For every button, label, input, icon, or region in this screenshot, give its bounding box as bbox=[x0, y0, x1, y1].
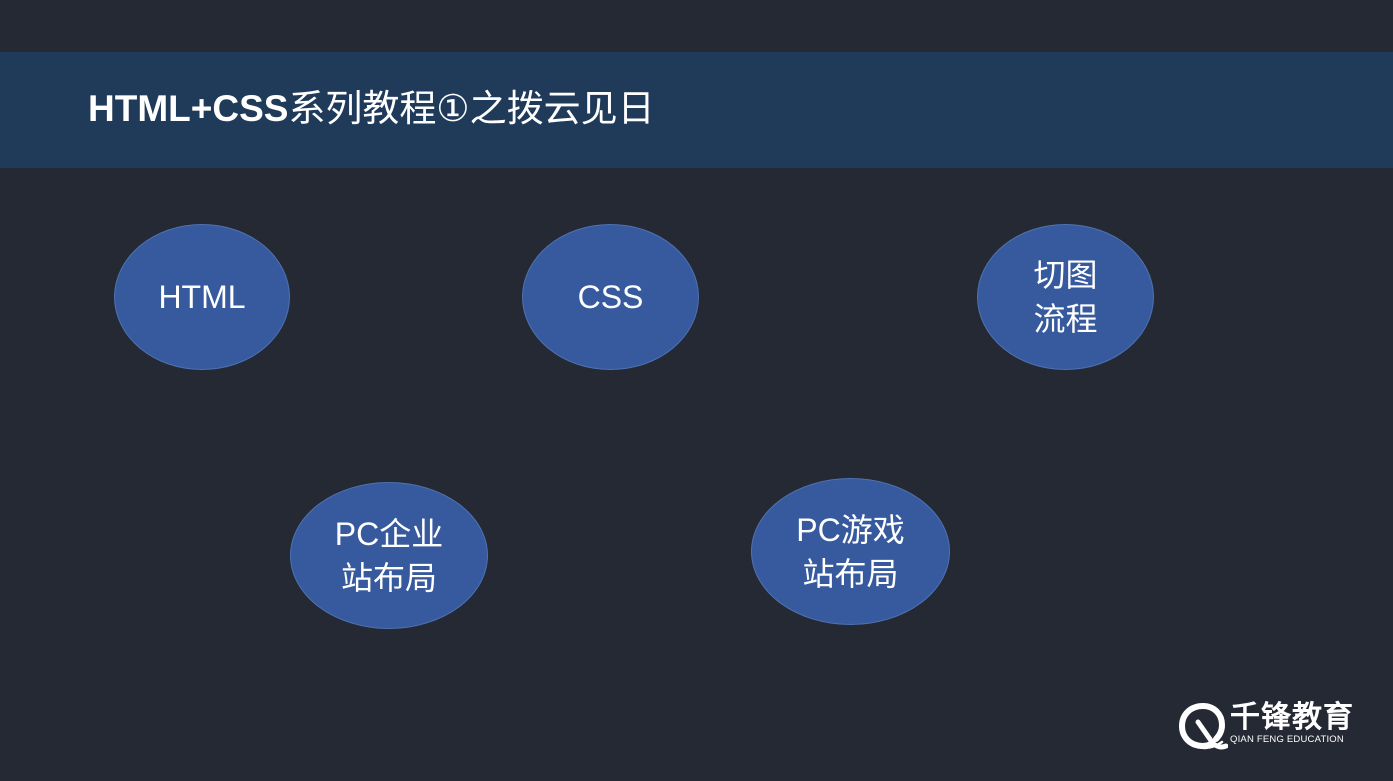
topic-node-pc-enterprise: PC企业 站布局 bbox=[290, 482, 488, 629]
slide-title-suffix: 系列教程①之拨云见日 bbox=[288, 88, 655, 129]
topic-node-css: CSS bbox=[522, 224, 699, 370]
title-bar bbox=[0, 52, 1393, 168]
slide-title-main: HTML+CSS bbox=[88, 88, 289, 129]
logo-subtitle: QIAN FENG EDUCATION bbox=[1230, 734, 1344, 745]
topic-node-pc-game: PC游戏 站布局 bbox=[751, 478, 950, 625]
logo-name: 千锋教育 bbox=[1230, 701, 1354, 734]
slide-title: HTML+CSS系列教程①之拨云见日 bbox=[88, 84, 655, 134]
brand-logo: 千锋教育 QIAN FENG EDUCATION bbox=[1178, 700, 1358, 752]
topic-node-html: HTML bbox=[114, 224, 290, 370]
qianfeng-logo-icon bbox=[1178, 703, 1228, 750]
topic-node-cut-flow: 切图 流程 bbox=[977, 224, 1154, 370]
